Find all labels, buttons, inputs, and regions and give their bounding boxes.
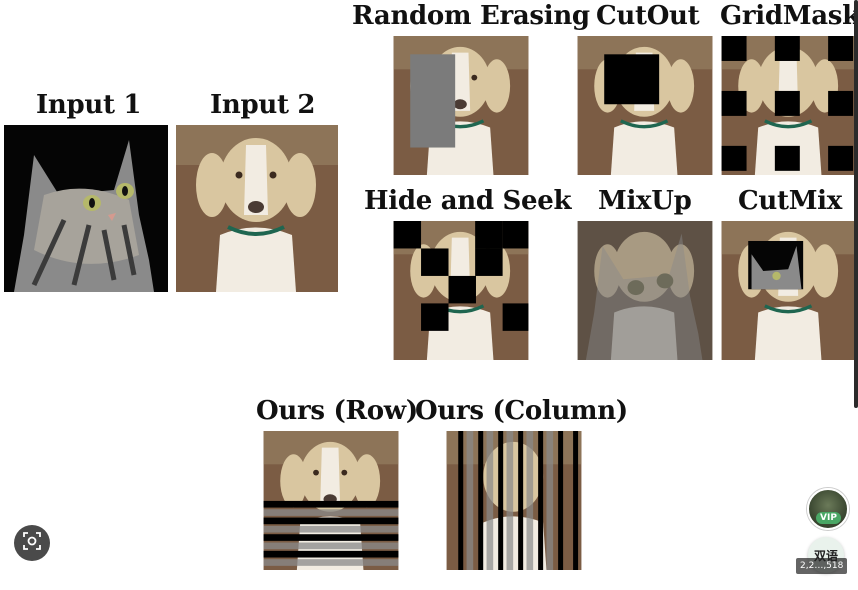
label-input-2: Input 2 bbox=[210, 90, 316, 120]
visual-search-icon bbox=[22, 531, 42, 555]
label-mixup: MixUp bbox=[598, 186, 692, 216]
random-erasing-image bbox=[393, 36, 529, 175]
image-size-badge: 2,2…,518 bbox=[796, 558, 848, 574]
ours-column-image bbox=[446, 431, 582, 570]
input-2-dog-image bbox=[176, 125, 338, 292]
label-ours-row: Ours (Row) bbox=[256, 396, 418, 426]
hide-and-seek-image bbox=[393, 221, 529, 360]
label-ours-column: Ours (Column) bbox=[415, 396, 628, 426]
label-cutmix: CutMix bbox=[738, 186, 842, 216]
label-input-1: Input 1 bbox=[36, 90, 142, 120]
label-gridmask: GridMask bbox=[720, 1, 858, 31]
vertical-scrollbar[interactable] bbox=[854, 0, 858, 408]
cutout-image bbox=[577, 36, 713, 175]
input-1-cat-image bbox=[4, 125, 168, 292]
label-random-erasing: Random Erasing bbox=[352, 1, 590, 31]
vip-badge: VIP bbox=[816, 512, 841, 524]
ours-row-image bbox=[263, 431, 399, 570]
label-cutout: CutOut bbox=[596, 1, 700, 31]
cutmix-image bbox=[721, 221, 857, 360]
label-hide-and-seek: Hide and Seek bbox=[364, 186, 572, 216]
gridmask-image bbox=[721, 36, 857, 175]
user-avatar-icon[interactable] bbox=[807, 488, 849, 530]
mixup-image bbox=[577, 221, 713, 360]
visual-search-button[interactable] bbox=[14, 525, 50, 561]
